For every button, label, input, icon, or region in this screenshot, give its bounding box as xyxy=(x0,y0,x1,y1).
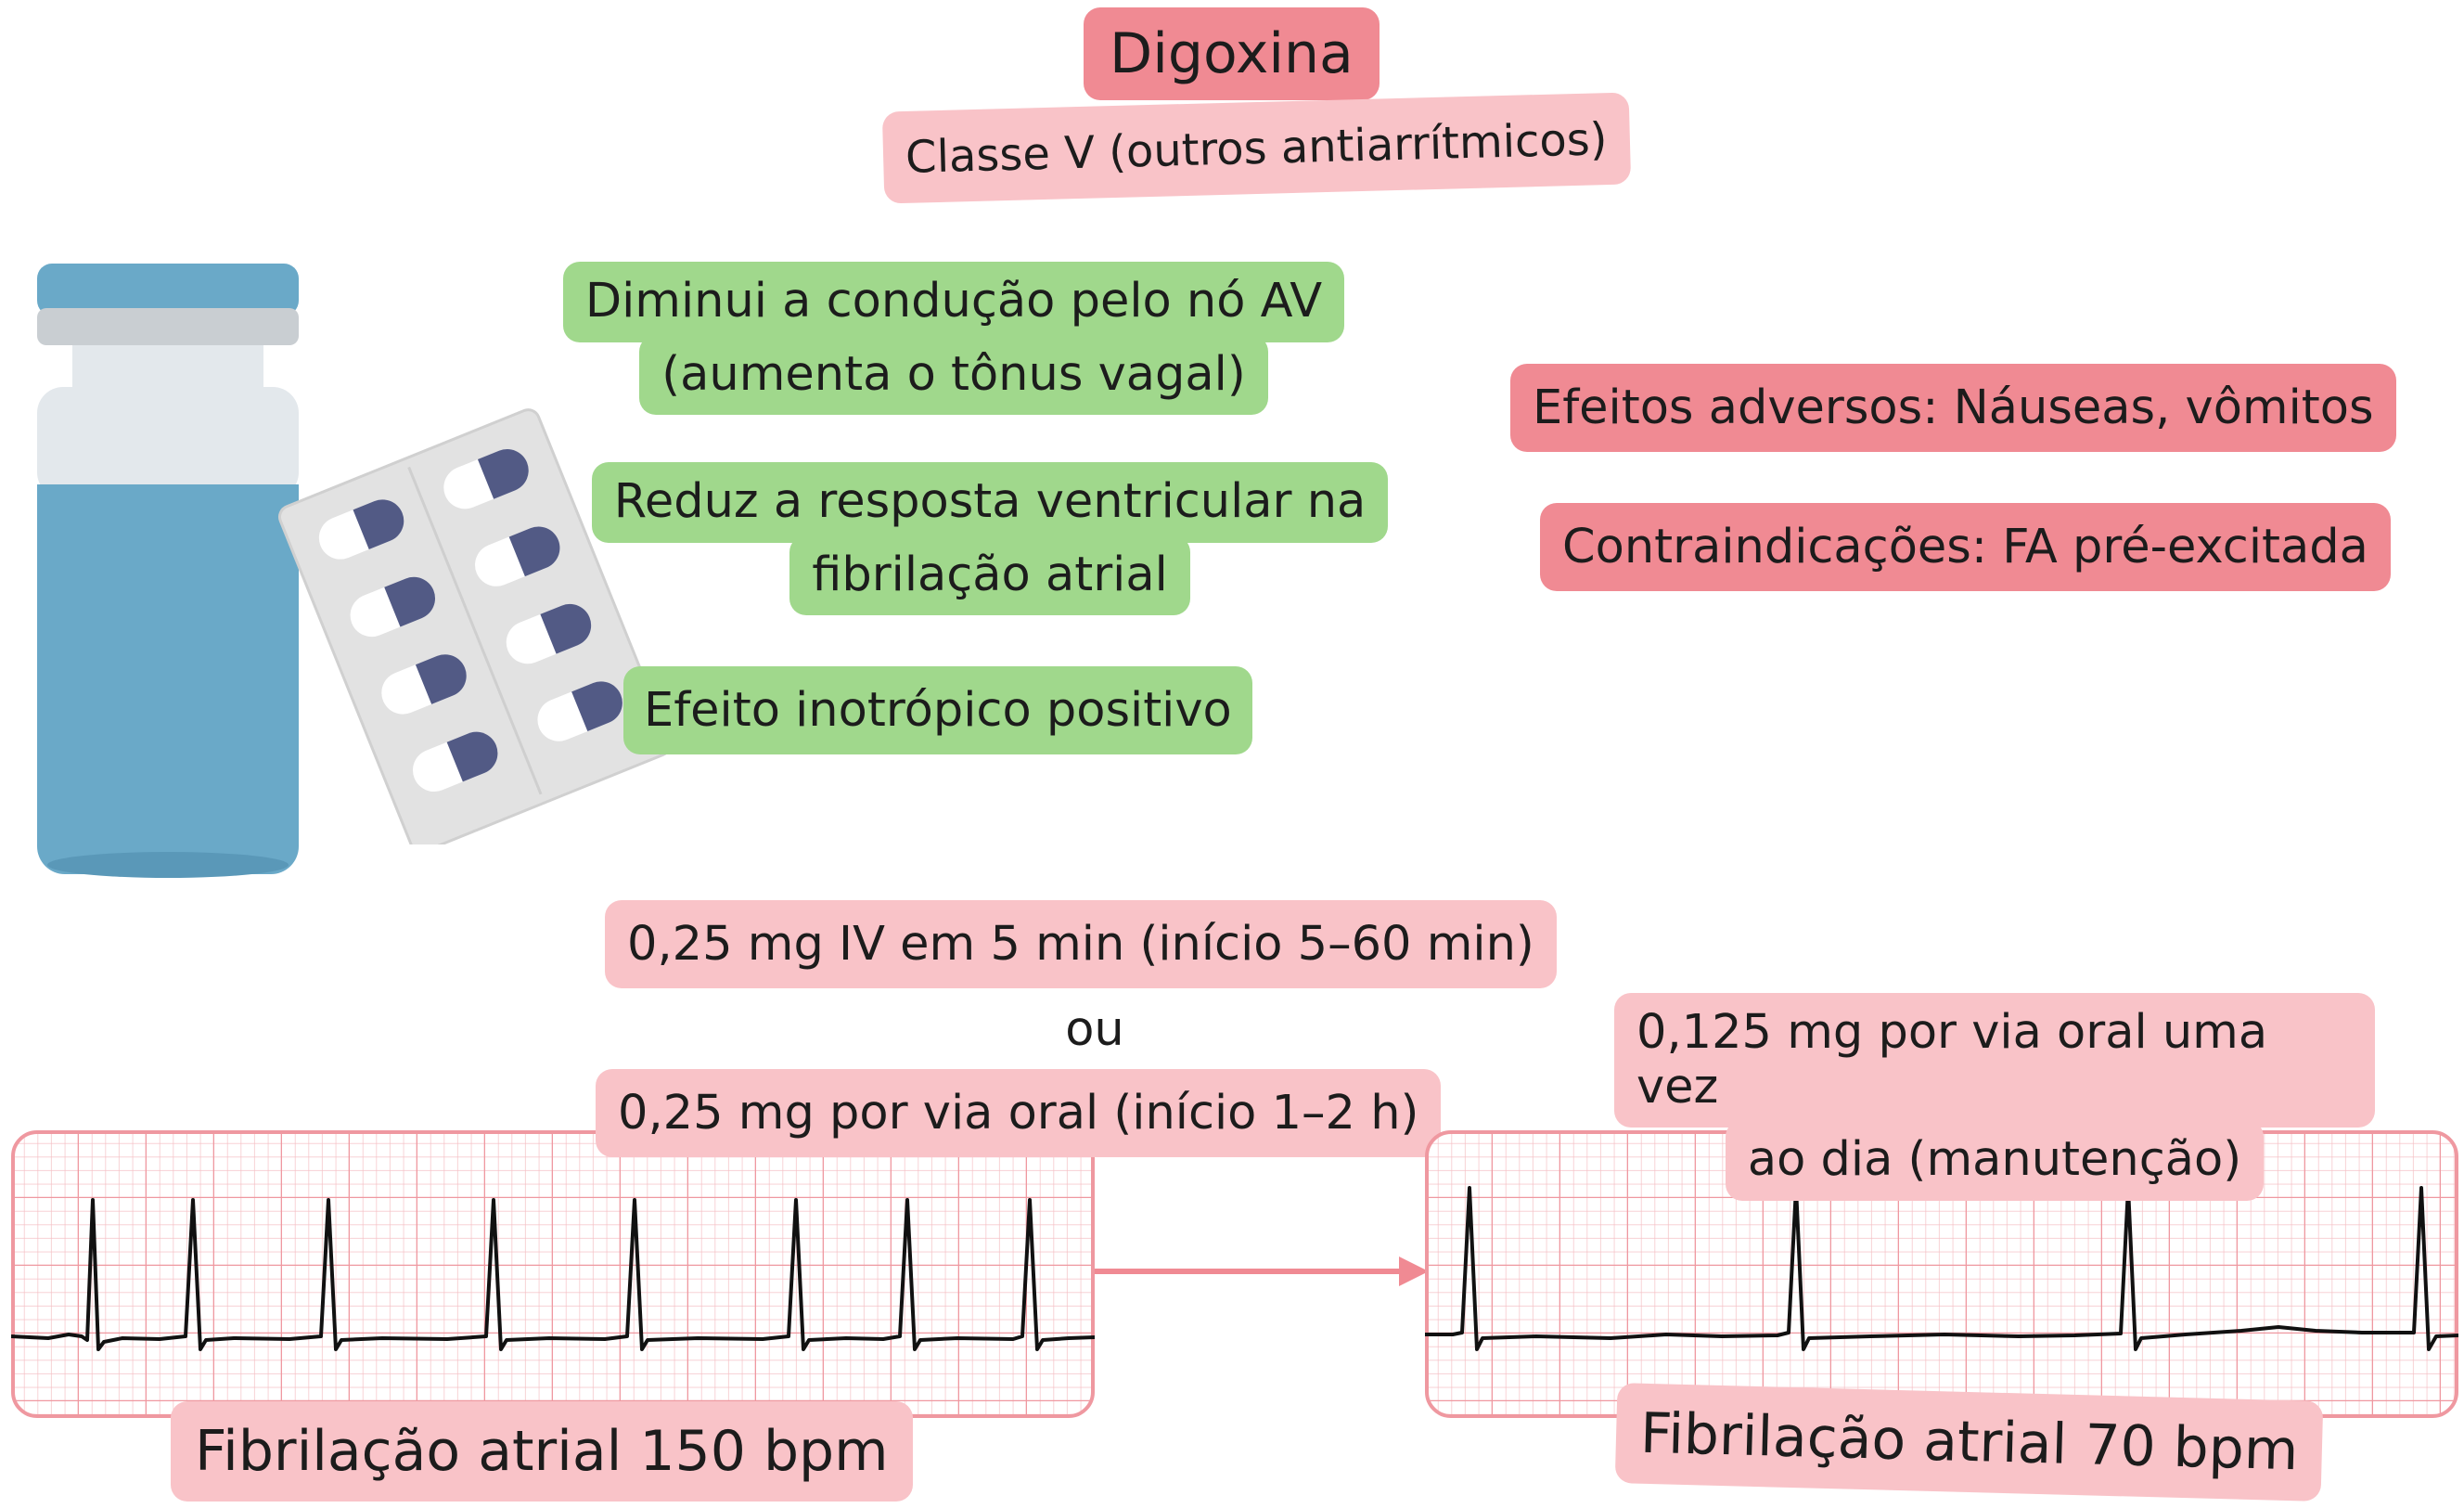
dose-maintenance: 0,125 mg por via oral uma vez ao dia (ma… xyxy=(1614,993,2375,1201)
vial-illustration xyxy=(37,264,299,878)
pill-blister-illustration xyxy=(277,408,672,844)
drug-class-text: Classe V (outros antiarrítmicos) xyxy=(905,113,1609,184)
contraindications-text: Contraindicações: FA pré-excitada xyxy=(1562,520,2368,574)
right-arrow-icon xyxy=(1095,1257,1429,1286)
mechanism-ventricular-response: Reduz a resposta ventricular na fibrilaç… xyxy=(586,462,1393,616)
mechanism-av-node-line1: Diminui a condução pelo nó AV xyxy=(562,262,1345,342)
dose-iv-text: 0,25 mg IV em 5 min (início 5–60 min) xyxy=(627,917,1534,972)
ecg-after-label: Fibrilação atrial 70 bpm xyxy=(1614,1383,2324,1502)
dose-iv-badge: 0,25 mg IV em 5 min (início 5–60 min) xyxy=(605,900,1557,988)
dose-oral-badge: 0,25 mg por via oral (início 1–2 h) xyxy=(596,1069,1442,1157)
ecg-strip-before xyxy=(11,1130,1095,1418)
page-title: Digoxina xyxy=(1084,7,1380,100)
mechanism-av-node-line2: (aumenta o tônus vagal) xyxy=(639,334,1268,416)
ecg-after-label-text: Fibrilação atrial 70 bpm xyxy=(1639,1400,2300,1484)
contraindications-badge: Contraindicações: FA pré-excitada xyxy=(1540,503,2391,591)
ecg-before-label: Fibrilação atrial 150 bpm xyxy=(171,1401,913,1502)
page-title-text: Digoxina xyxy=(1110,21,1354,86)
dose-or-text: ou xyxy=(1065,1002,1124,1057)
dose-maintenance-line1: 0,125 mg por via oral uma vez xyxy=(1614,993,2375,1128)
mechanism-inotropic: Efeito inotrópico positivo xyxy=(623,666,1252,754)
mechanism-ventricular-response-line2: fibrilação atrial xyxy=(789,535,1190,616)
ecg-before-label-text: Fibrilação atrial 150 bpm xyxy=(195,1419,889,1484)
adverse-effects-text: Efeitos adversos: Náuseas, vômitos xyxy=(1533,380,2374,435)
mechanism-av-node: Diminui a condução pelo nó AV (aumenta o… xyxy=(555,262,1353,416)
dose-oral-text: 0,25 mg por via oral (início 1–2 h) xyxy=(618,1086,1419,1141)
mechanism-ventricular-response-line1: Reduz a resposta ventricular na xyxy=(591,462,1389,543)
drug-class-badge: Classe V (outros antiarrítmicos) xyxy=(881,92,1631,204)
mechanism-inotropic-text: Efeito inotrópico positivo xyxy=(644,683,1232,738)
adverse-effects-badge: Efeitos adversos: Náuseas, vômitos xyxy=(1510,364,2396,452)
dose-maintenance-line2: ao dia (manutenção) xyxy=(1725,1120,2265,1201)
